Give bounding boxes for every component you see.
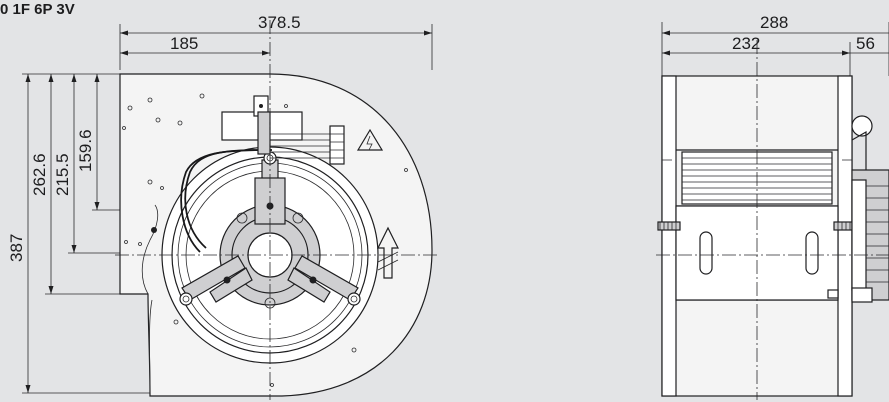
dimension-label-side-overall: 288 bbox=[760, 13, 788, 32]
rotation-arrow-icon bbox=[377, 226, 399, 279]
dimension-label-overall-width: 378.5 bbox=[258, 13, 301, 32]
dimension-overall-width: 378.5 bbox=[119, 13, 433, 70]
warning-triangle-icon bbox=[356, 128, 384, 151]
side-view: 288 232 56 bbox=[656, 13, 889, 400]
front-view: 378.5 185 bbox=[7, 13, 440, 400]
mounting-slot-right bbox=[805, 231, 819, 275]
motor-mounting-arms bbox=[181, 159, 359, 303]
drawing-title: 0 1F 6P 3V bbox=[0, 1, 75, 18]
dimension-half-width: 185 bbox=[120, 34, 270, 56]
dimension-label-height-1: 262.6 bbox=[30, 153, 49, 196]
dimension-side-extension: 56 bbox=[850, 34, 889, 54]
terminal-block bbox=[329, 125, 345, 165]
dimension-label-height-3: 159.6 bbox=[76, 129, 95, 172]
dimension-side-body: 232 bbox=[662, 34, 851, 76]
side-motor bbox=[827, 115, 889, 303]
dimension-heights: 387 262.6 215.5 159.6 bbox=[7, 73, 170, 394]
dimension-label-height-2: 215.5 bbox=[53, 153, 72, 196]
dimension-label-half-width: 185 bbox=[170, 34, 198, 53]
dimension-label-side-body: 232 bbox=[732, 34, 760, 53]
dimension-label-overall-height: 387 bbox=[7, 234, 26, 262]
dimension-side-overall: 288 bbox=[661, 13, 889, 76]
housing-holes bbox=[122, 93, 408, 387]
mounting-slot-left bbox=[699, 231, 713, 275]
dimension-label-side-extension: 56 bbox=[856, 34, 875, 53]
